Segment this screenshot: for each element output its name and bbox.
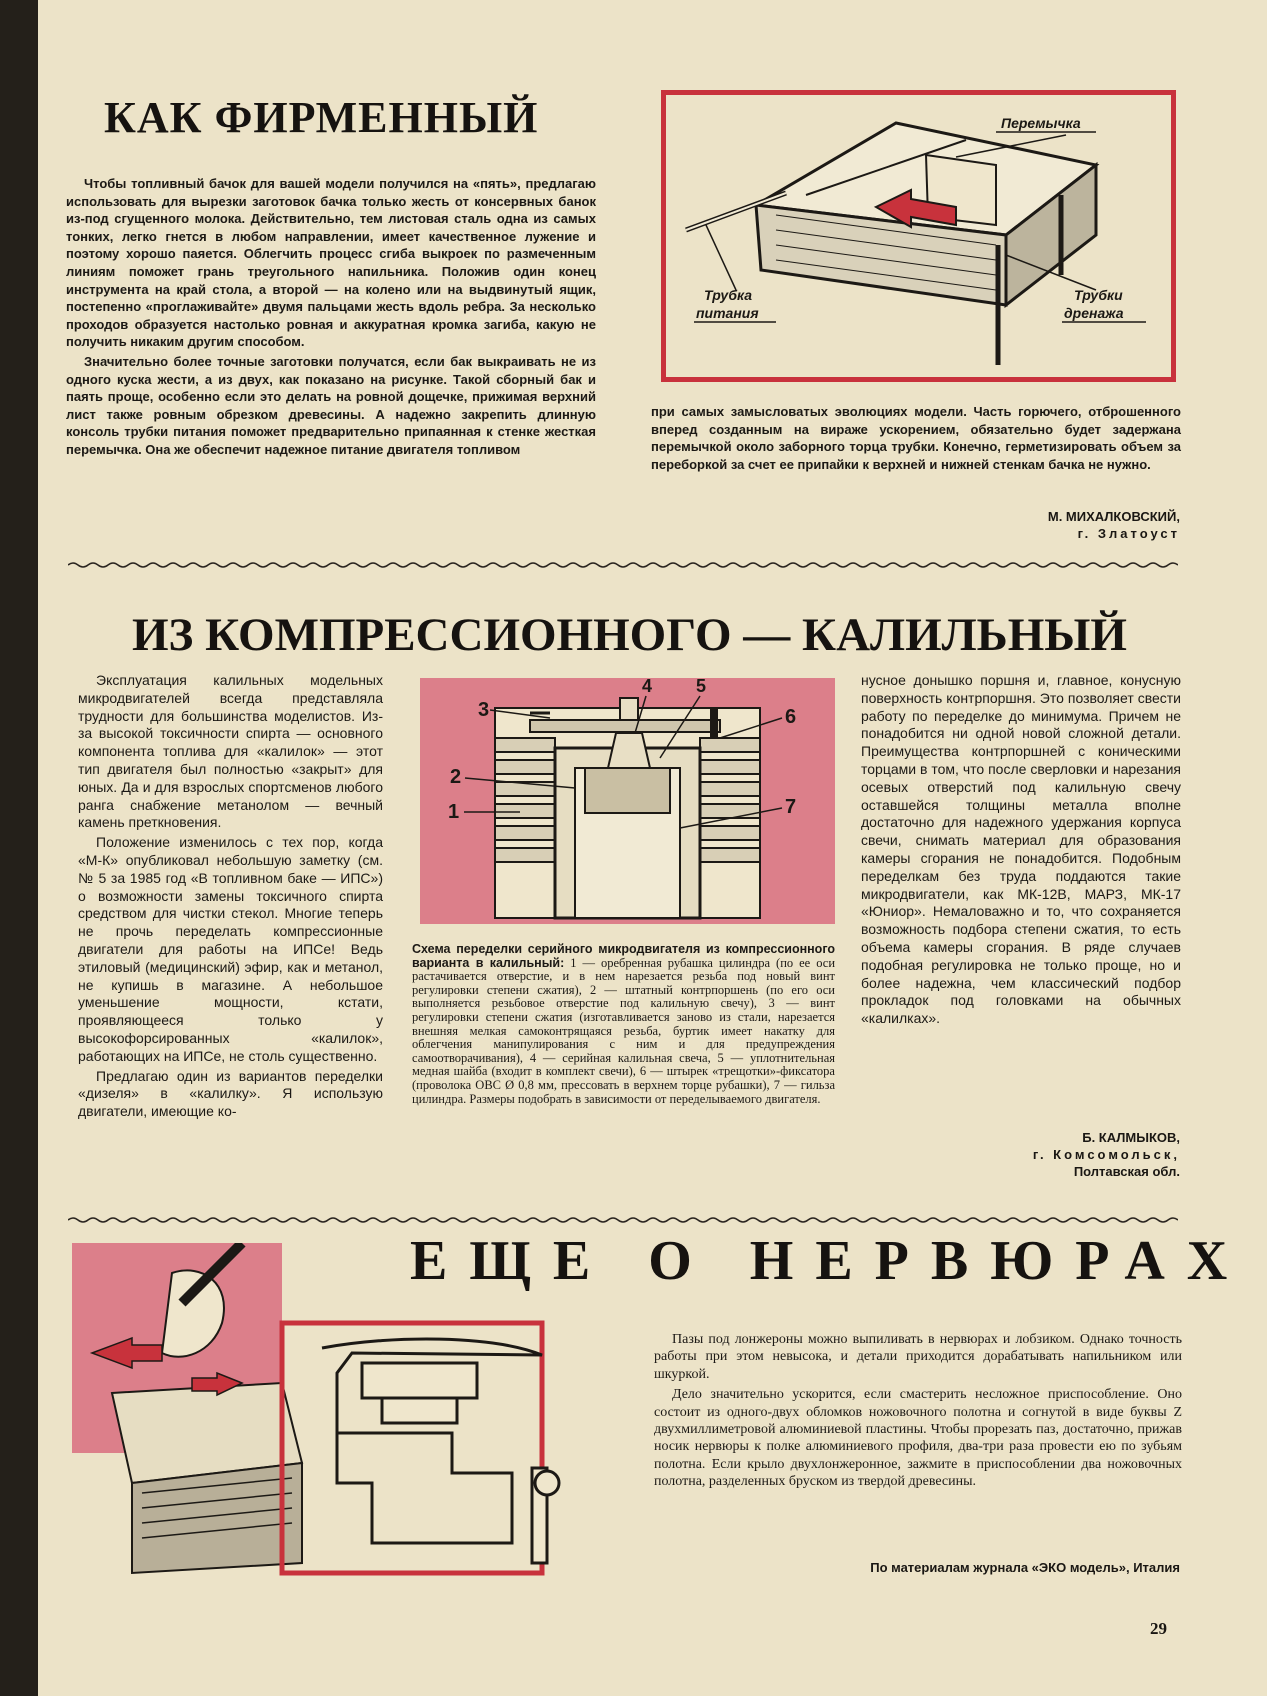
page-binding-edge: [0, 0, 38, 1696]
article3-source: По материалам журнала «ЭКО модель», Итал…: [870, 1560, 1180, 1575]
article3-title: ЕЩЕ О НЕРВЮРАХ: [410, 1230, 1250, 1292]
article2-region: Полтавская обл.: [1073, 1164, 1180, 1179]
article2-author: Б. КАЛМЫКОВ,: [1082, 1130, 1180, 1145]
caption-body: 1 — оребренная рубашка цилиндра (по ее о…: [412, 955, 836, 1106]
diagram-number-3: 3: [478, 699, 489, 721]
divider-1: [68, 562, 1178, 568]
rib-tool-figure: [72, 1239, 612, 1578]
article2-paragraph: Предлагаю один из вариантов переделки «д…: [78, 1067, 383, 1120]
label-drain-tubes-1: Трубки: [1074, 287, 1123, 303]
divider-2: [68, 1217, 1178, 1223]
label-bridge: Перемычка: [1001, 115, 1081, 131]
article1-title: КАК ФИРМЕННЫЙ: [104, 93, 539, 142]
engine-drawing: 3 2 1 4 5 6 7: [448, 676, 796, 920]
rib-tool-drawing: [72, 1239, 561, 1576]
article1-body-left: Чтобы топливный бачок для вашей модели п…: [66, 175, 596, 461]
article1-body-right: при самых замысловатых эволюциях модели.…: [651, 403, 1181, 475]
article1-paragraph: Значительно более точные заготовки получ…: [66, 353, 596, 457]
article1-continuation: при самых замысловатых эволюциях модели.…: [651, 404, 1181, 472]
article2-city: г. Комсомольск,: [1032, 1147, 1180, 1162]
article3-body: Пазы под лонжероны можно выпиливать в не…: [654, 1331, 1182, 1494]
article1-author: М. МИХАЛКОВСКИЙ,: [1047, 509, 1180, 524]
article1-city: г. Златоуст: [1077, 526, 1180, 541]
article2-body-right: нусное донышко поршня и, главное, конусн…: [861, 672, 1181, 1030]
article1-signature: М. МИХАЛКОВСКИЙ, г. Златоуст: [900, 508, 1180, 542]
label-feed-tube-2: питания: [696, 305, 759, 321]
diagram-number-5: 5: [696, 678, 706, 696]
article2-body-left: Эксплуатация калильных модельных микродв…: [78, 672, 383, 1123]
article2-paragraph: Положение изменилось с тех пор, когда «М…: [78, 834, 383, 1064]
article3-paragraph: Пазы под лонжероны можно выпиливать в не…: [654, 1332, 1182, 1382]
page-number: 29: [1150, 1619, 1167, 1638]
diagram-number-2: 2: [450, 766, 461, 788]
article2-title: ИЗ КОМПРЕССИОННОГО — КАЛИЛЬНЫЙ: [132, 609, 1127, 661]
article2-right-paragraph: нусное донышко поршня и, главное, конусн…: [861, 672, 1181, 1027]
article2-signature: Б. КАЛМЫКОВ, г. Комсомольск, Полтавская …: [900, 1129, 1180, 1180]
diagram-number-6: 6: [785, 706, 796, 728]
engine-diagram: 3 2 1 4 5 6 7: [420, 676, 835, 924]
diagram-number-7: 7: [785, 796, 796, 818]
article2-paragraph: Эксплуатация калильных модельных микродв…: [78, 672, 383, 831]
fuel-tank-figure: Перемычка Трубка питания Трубки дренажа: [661, 90, 1176, 382]
diagram-number-1: 1: [448, 801, 459, 823]
diagram-number-4: 4: [642, 678, 652, 696]
caption-title: Схема переделки серийного микродвигателя…: [412, 942, 835, 970]
label-feed-tube-1: Трубка: [704, 287, 752, 303]
article1-paragraph: Чтобы топливный бачок для вашей модели п…: [66, 176, 596, 350]
engine-diagram-caption: Схема переделки серийного микродвигателя…: [412, 942, 836, 1106]
article3-paragraph: Дело значительно ускорится, если смастер…: [654, 1387, 1182, 1490]
label-drain-tubes-2: дренажа: [1064, 305, 1124, 321]
fuel-tank-drawing: Перемычка Трубка питания Трубки дренажа: [685, 115, 1146, 365]
